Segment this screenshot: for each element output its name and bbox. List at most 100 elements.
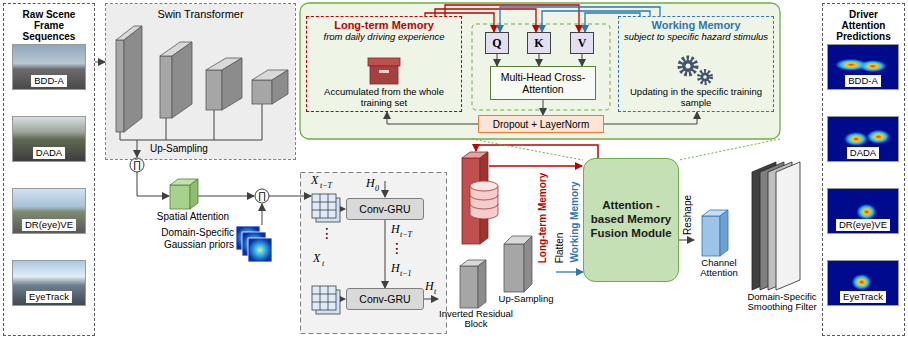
memory-box: Working Memorysubject to specific hazard… [618, 16, 774, 112]
query-box: Q [485, 32, 509, 54]
key-box: K [527, 32, 551, 54]
node-title: Multi-Head Cross-Attention [491, 71, 595, 95]
node-title: Attention -based Memory Fusion Module [586, 199, 676, 240]
panel-fill [106, 4, 295, 159]
node-title: Spatial Attention [148, 211, 238, 222]
connector [387, 112, 478, 124]
node-title: V [578, 36, 587, 51]
gaussian-priors [236, 226, 272, 262]
attention-box: Multi-Head Cross-Attention [490, 66, 596, 100]
connector [445, 5, 579, 32]
annotation: Domain-Specific Gaussian priors [136, 227, 234, 250]
node-title: Swin Transformer [110, 8, 291, 20]
heatmap: EyeTrack [827, 260, 899, 306]
spatial-cuboid [170, 179, 198, 209]
variable: H [391, 262, 400, 274]
node-title: BDD-A [845, 75, 881, 87]
connector [582, 54, 583, 66]
memory-panel [300, 3, 780, 139]
node-title: DR(eye)VE [836, 219, 890, 231]
frame-grids [312, 194, 340, 314]
variable: H [391, 223, 400, 235]
node-title: Conv-GRU [359, 203, 410, 215]
node-title: Channel Attention [694, 258, 744, 279]
value-box: V [570, 32, 594, 54]
process-box: Conv-GRU [346, 288, 424, 310]
flow-label: Reshape [682, 195, 693, 235]
ellipsis: ⋮ [320, 226, 334, 240]
flow-label: Working Memory [569, 182, 580, 263]
node-title: Up-Sampling [496, 294, 556, 304]
concat-symbol-label: ∏ [133, 160, 141, 170]
fusion-module: Attention -based Memory Fusion Module [583, 158, 679, 282]
connector [95, 62, 105, 63]
node-title: Long-term Memory [311, 19, 457, 32]
layer-block: Channel Attention [694, 210, 744, 282]
concat-symbol [130, 158, 144, 172]
node-title: EyeTrack [840, 291, 886, 303]
encoder-panel: Swin Transformer [105, 3, 296, 160]
connector [542, 11, 650, 32]
subscript: t−1 [400, 270, 412, 278]
node-text: Updating in the specific training sample [623, 87, 769, 109]
heatmap: DR(eye)VE [827, 188, 899, 234]
channel-cuboid [702, 210, 728, 256]
node-title: K [534, 36, 543, 51]
connector [385, 220, 386, 288]
node-title: DR(eye)VE [22, 219, 76, 231]
node-text: subject to specific hazard stimulus [623, 32, 769, 43]
archive-icon [368, 58, 400, 84]
subscript: t [322, 260, 324, 268]
node-title: Inverted Residual Block [438, 309, 514, 330]
subscript: t−T [320, 182, 332, 190]
connector [435, 9, 536, 32]
variable: H [425, 280, 434, 292]
connector [424, 299, 438, 300]
zoom-lines [472, 139, 780, 160]
layer-block: Domain-Specific Smoothing Filter [744, 158, 820, 318]
node-title: Domain-Specific Smoothing Filter [744, 292, 820, 313]
subscript: 0 [375, 185, 379, 193]
flow-label: Long-term Memory [537, 173, 548, 264]
subscript: t−T [400, 231, 412, 239]
concat-symbol [255, 189, 269, 203]
node-title: Q [492, 36, 501, 51]
norm-box: Dropout + LayerNorm [478, 115, 604, 133]
gear-icon [680, 58, 711, 83]
node-title: Raw Scene Frame Sequences [7, 9, 91, 43]
output-panel: Driver Attention PredictionsBDD-A DADA DR(… [822, 3, 905, 336]
memory-box: Long-term Memoryfrom daily driving exper… [306, 16, 462, 112]
attention-group [472, 24, 610, 110]
variable: X [313, 252, 320, 264]
connector [500, 7, 660, 32]
node-title: Conv-GRU [359, 293, 410, 305]
heatmap: BDD-A [827, 44, 899, 90]
node-text: from daily driving experience [311, 32, 457, 43]
scene-frame: DADA [12, 116, 86, 162]
scene-frame: DR(eye)VE [12, 188, 86, 234]
scene-frame: BDD-A [12, 44, 86, 90]
connector [543, 100, 544, 115]
concat-symbol-label: ∏ [258, 191, 266, 201]
input-panel: Raw Scene Frame SequencesBDD-A DADA DR(eye… [3, 3, 95, 336]
node-text: Accumulated from the whole training set [311, 87, 457, 109]
memory-update [476, 145, 598, 158]
variable: X [311, 174, 318, 186]
connector [539, 54, 540, 66]
scene-frame: EyeTrack [12, 260, 86, 306]
flow-label: Flatten [554, 233, 565, 264]
filter-sheets [752, 162, 800, 290]
memory-flow [489, 165, 582, 167]
annotation: Up-Sampling [150, 143, 208, 154]
node-title: Working Memory [623, 19, 769, 32]
node-title: BDD-A [31, 75, 67, 87]
ellipsis: ⋮ [390, 241, 404, 255]
variable: H [366, 177, 375, 189]
node-title: DADA [847, 147, 879, 159]
heatmap: DADA [827, 116, 899, 162]
connector [497, 54, 498, 66]
node-title: Driver Attention Predictions [826, 9, 901, 43]
node-title: DADA [33, 147, 65, 159]
connector [604, 112, 697, 124]
